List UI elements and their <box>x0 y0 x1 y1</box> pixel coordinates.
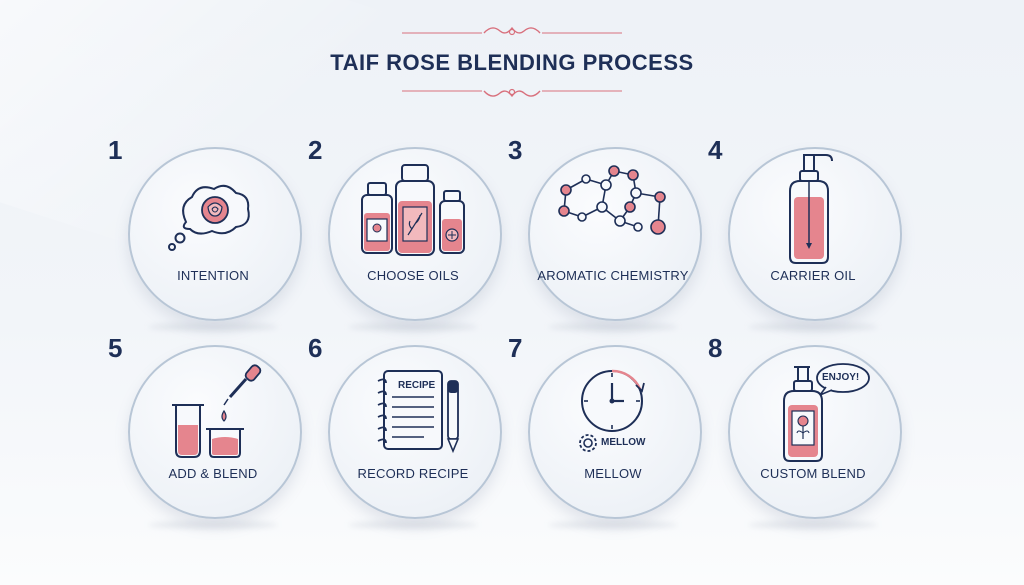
step-circle <box>128 147 302 321</box>
title-block: TAIF ROSE BLENDING PROCESS <box>0 22 1024 102</box>
step-label: CUSTOM BLEND <box>760 466 866 481</box>
step-number: 5 <box>108 333 123 363</box>
clock-gear-icon <box>579 369 645 452</box>
step-2: 2 CHOOSE OILS <box>300 135 502 331</box>
step-label: ADD & BLEND <box>168 466 258 481</box>
step-8: 8 ENJOY! CUSTOM BLEND <box>700 333 902 529</box>
step-number: 6 <box>308 333 323 363</box>
oil-bottles-icon <box>361 164 465 256</box>
enjoy-text: ENJOY! <box>822 372 860 383</box>
page-title: TAIF ROSE BLENDING PROCESS <box>330 50 694 75</box>
step-number: 4 <box>708 135 723 165</box>
step-number: 7 <box>508 333 523 363</box>
step-number: 8 <box>708 333 723 363</box>
step-7: 7 MELLOW MELLOW <box>500 333 702 529</box>
thought-bubble-rose-icon <box>168 184 250 251</box>
step-3: 3 <box>500 135 702 331</box>
top-ornament-icon <box>402 26 622 36</box>
step-label: CARRIER OIL <box>770 268 856 283</box>
custom-bottle-icon <box>783 363 870 462</box>
beakers-dropper-icon <box>172 364 262 458</box>
step-label: RECORD RECIPE <box>357 466 469 481</box>
recipe-text: RECIPE <box>398 380 436 391</box>
recipe-notebook-icon <box>377 370 460 454</box>
step-1: 1 INTENTION <box>100 135 302 331</box>
mellow-text: MELLOW <box>601 437 646 448</box>
step-label: MELLOW <box>584 466 642 481</box>
step-6: 6 RECIPE RECORD RECIPE <box>300 333 502 529</box>
step-5: 5 ADD & BLEND <box>100 333 302 529</box>
step-label: INTENTION <box>177 268 249 283</box>
step-number: 1 <box>108 135 123 165</box>
step-4: 4 CARRIER OIL <box>700 135 902 331</box>
molecule-icon <box>558 165 666 235</box>
step-number: 3 <box>508 135 523 165</box>
step-number: 2 <box>308 135 323 165</box>
bottom-ornament-icon <box>402 88 622 98</box>
pump-bottle-icon <box>789 154 833 264</box>
step-label: AROMATIC CHEMISTRY <box>537 268 689 283</box>
step-label: CHOOSE OILS <box>367 268 459 283</box>
